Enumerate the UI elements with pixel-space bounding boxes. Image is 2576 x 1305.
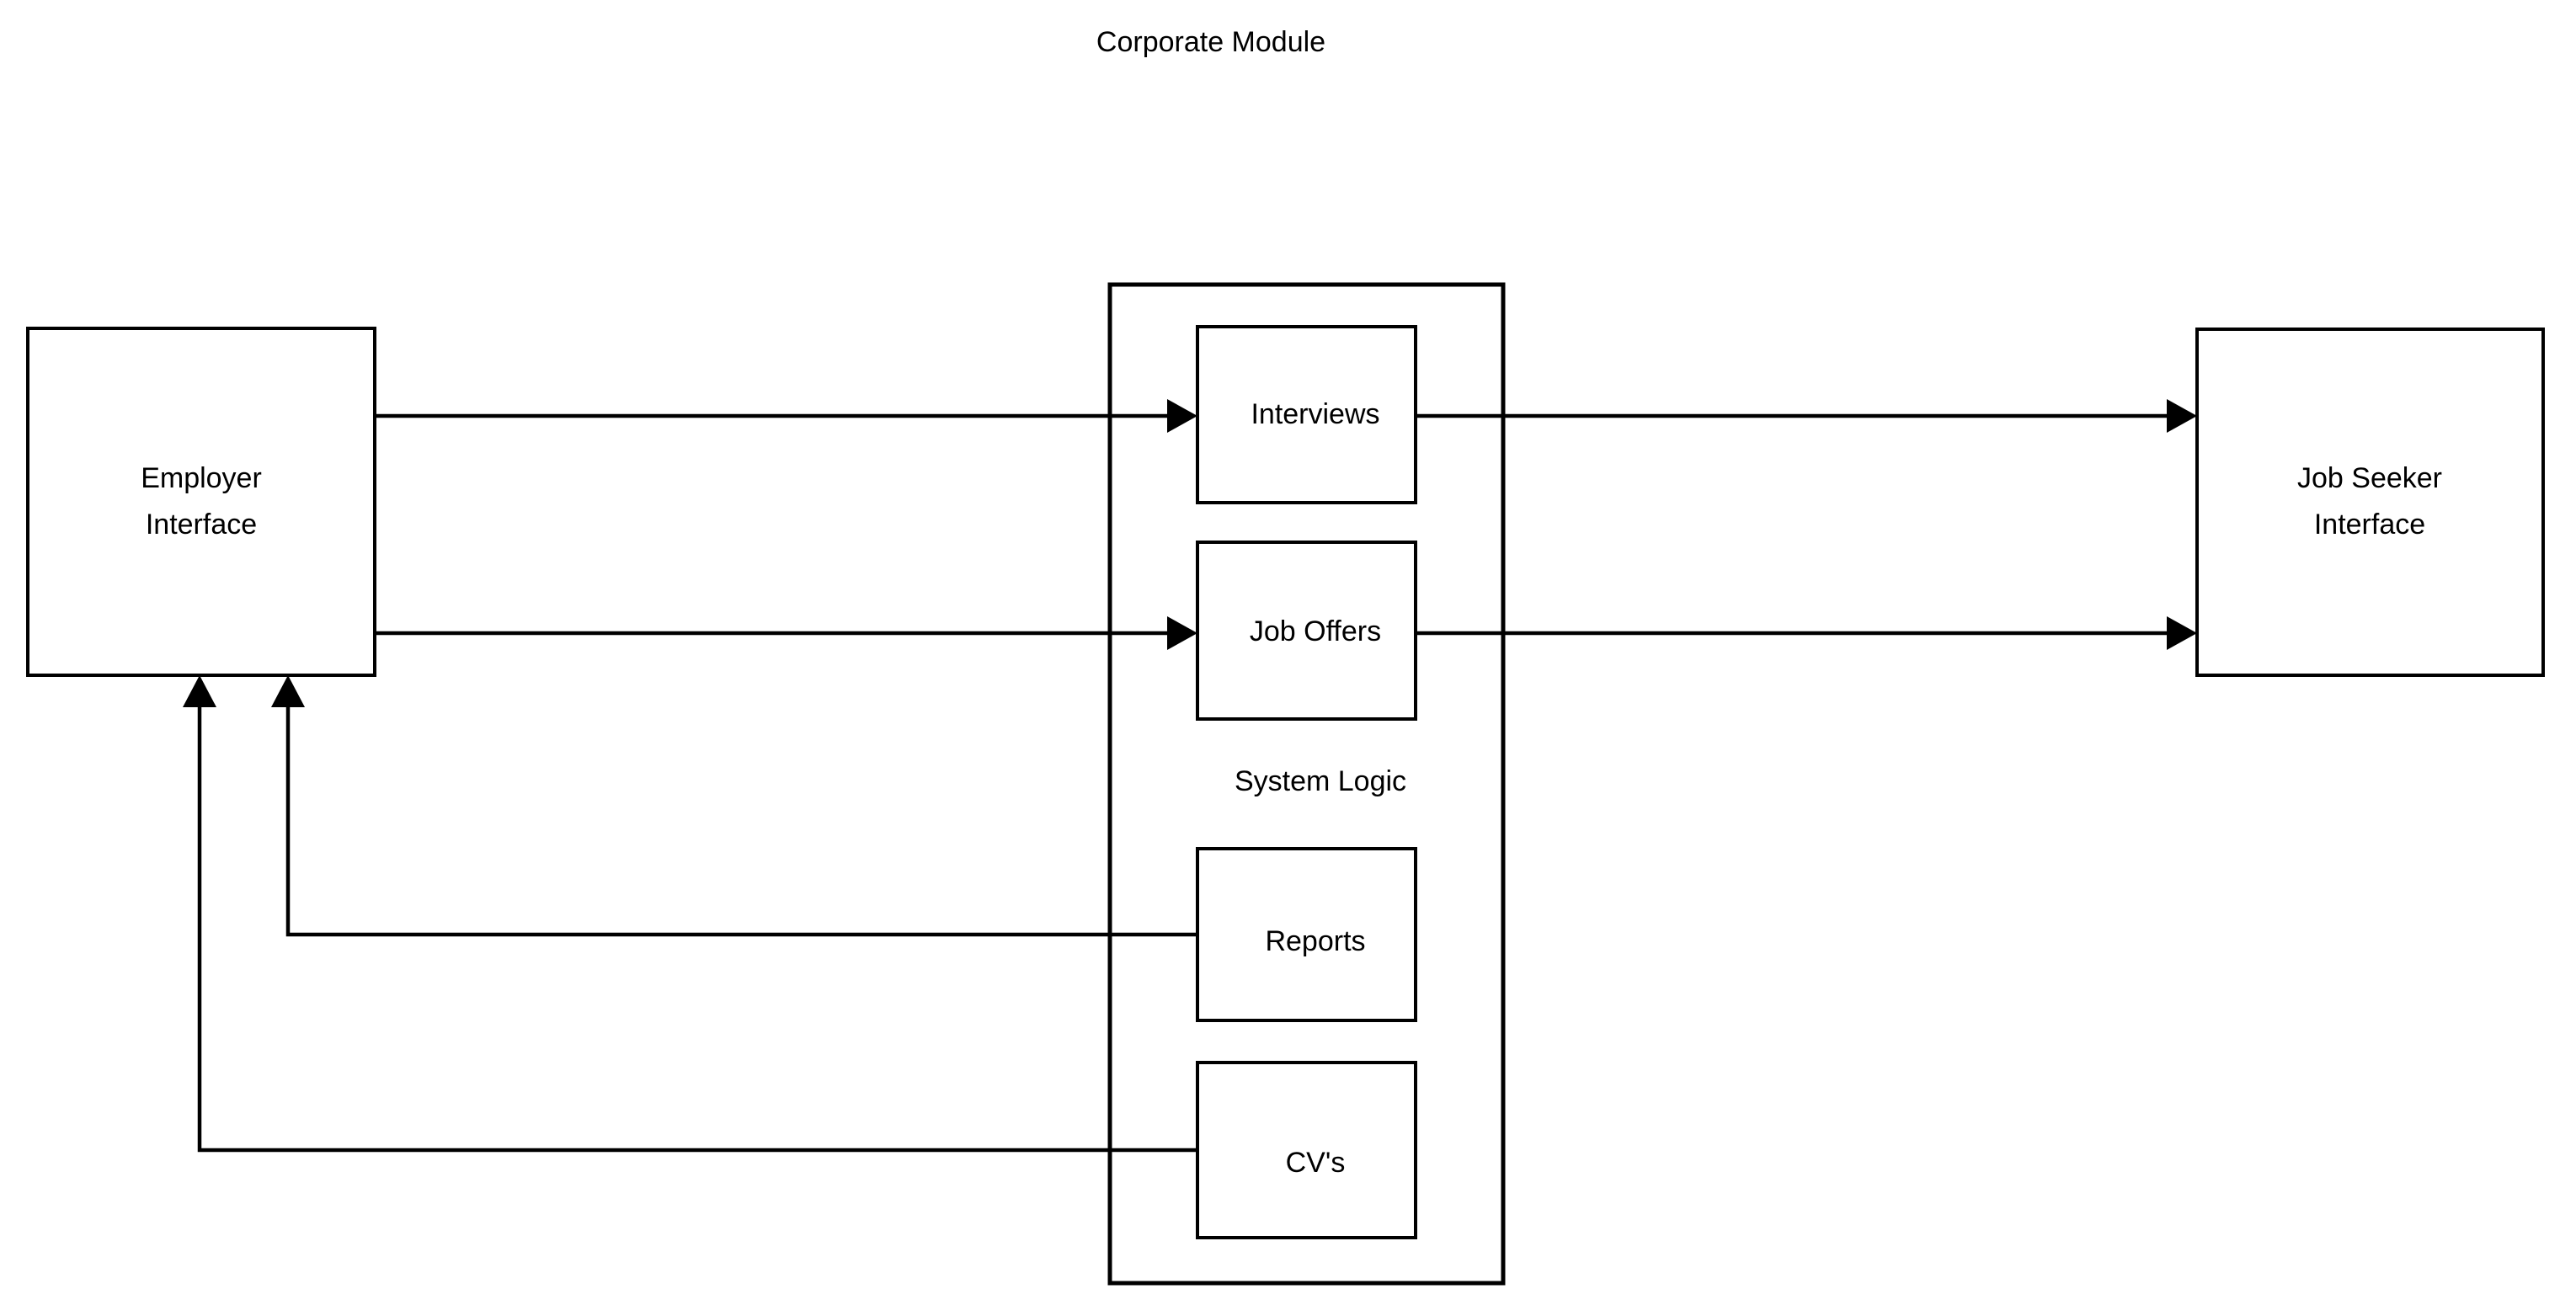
employer-interface-label-line2: Interface — [146, 509, 257, 541]
node-job-offers[interactable]: Job Offers — [1196, 541, 1417, 721]
edge-layer — [183, 399, 2197, 1153]
interviews-box[interactable] — [1196, 325, 1417, 504]
arrowhead-employer-in-cvs — [183, 675, 216, 707]
edge-cvs-to-employer — [197, 695, 1197, 1153]
employer-interface-box[interactable] — [26, 327, 376, 677]
system-logic-label: System Logic — [1235, 765, 1406, 797]
arrowhead-job-seeker-top-in — [2167, 399, 2197, 433]
node-employer-interface[interactable]: Employer Interface — [26, 327, 376, 677]
arrowhead-employer-in-reports — [271, 675, 305, 707]
reports-box[interactable] — [1196, 847, 1417, 1022]
job-seeker-interface-box[interactable] — [2195, 328, 2545, 677]
cvs-label: CV's — [1286, 1147, 1346, 1179]
job-offers-box[interactable] — [1196, 541, 1417, 721]
node-cvs[interactable]: CV's — [1196, 1061, 1417, 1239]
interviews-label: Interviews — [1251, 398, 1379, 430]
node-job-seeker-interface[interactable]: Job Seeker Interface — [2195, 328, 2545, 677]
arrowhead-job-offers-in — [1167, 616, 1197, 650]
system-logic-container — [1107, 282, 1506, 1286]
job-seeker-interface-label-line2: Interface — [2314, 509, 2425, 541]
node-reports[interactable]: Reports — [1196, 847, 1417, 1022]
job-offers-label: Job Offers — [1250, 615, 1381, 647]
arrowhead-interviews-in — [1167, 399, 1197, 433]
arrowhead-job-seeker-bottom-in — [2167, 616, 2197, 650]
employer-interface-label-line1: Employer — [141, 462, 262, 494]
cvs-box[interactable] — [1196, 1061, 1417, 1239]
page-title: Corporate Module — [1096, 26, 1325, 58]
job-seeker-interface-label-line1: Job Seeker — [2297, 462, 2442, 494]
edge-reports-to-employer — [285, 695, 1197, 937]
node-interviews[interactable]: Interviews — [1196, 325, 1417, 504]
reports-label: Reports — [1265, 925, 1365, 957]
